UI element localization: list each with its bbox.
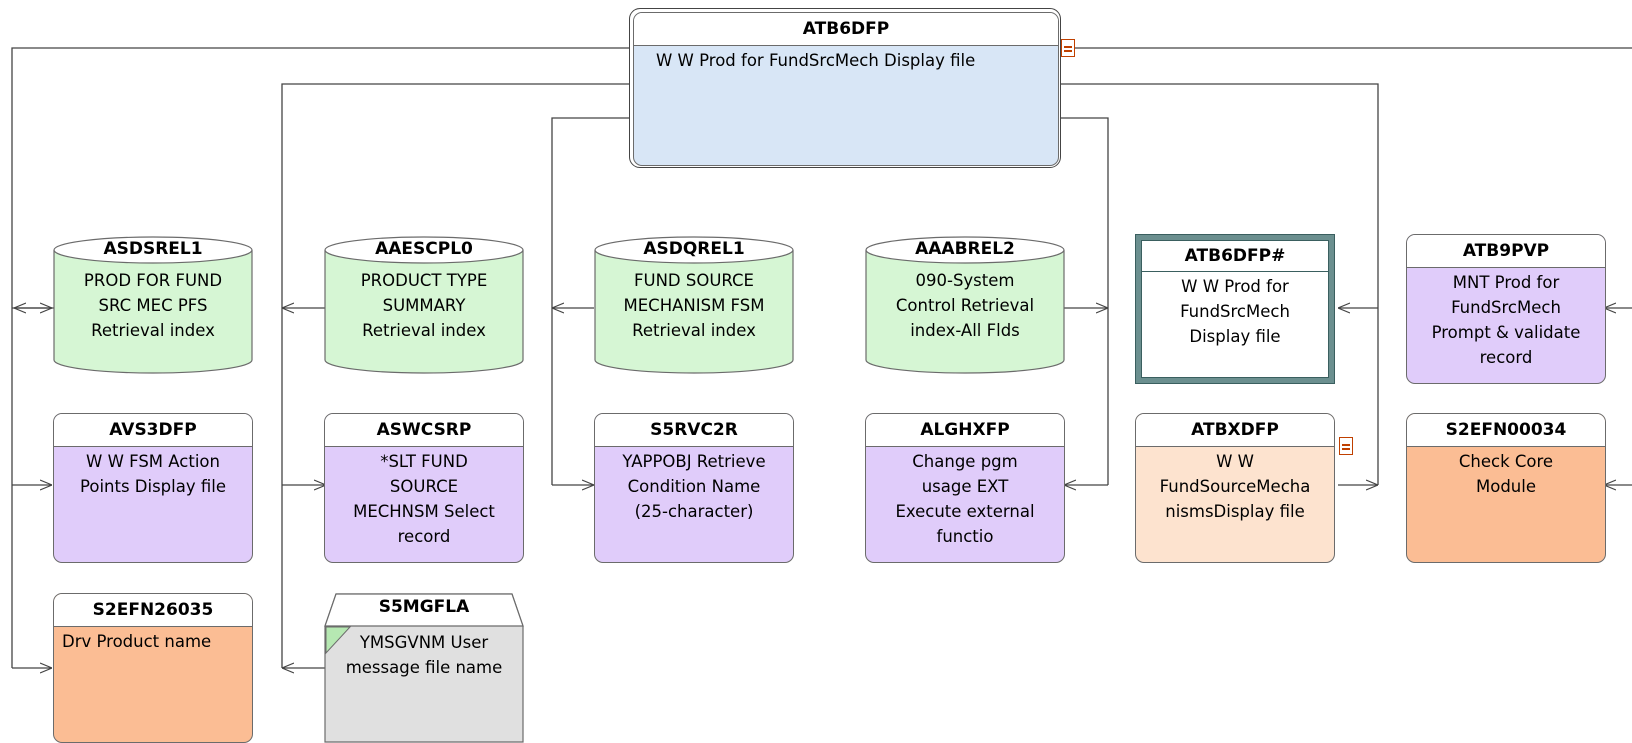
note-icon [1061,39,1075,57]
access-path-title: AAABREL2 [915,239,1015,259]
node-title: ASWCSRP [325,414,523,447]
node-title: ATB6DFP# [1142,241,1328,272]
function-s2efn26035[interactable]: S2EFN26035 Drv Product name [53,593,253,743]
root-node: ATB6DFP W W Prod for FundSrcMech Display… [633,12,1059,166]
node-title: AVS3DFP [54,414,252,447]
node-desc: Drv Product name [62,632,212,651]
node-title: S2EFN26035 [54,594,252,627]
node-title: S5RVC2R [595,414,793,447]
root-node-desc: W W Prod for FundSrcMech Display file [656,51,976,70]
node-title: S2EFN00034 [1407,414,1605,447]
access-path-title: ASDQREL1 [643,239,745,259]
root-node-title: ATB6DFP [634,13,1058,46]
node-title: ATB9PVP [1407,235,1605,268]
node-title: ALGHXFP [866,414,1064,447]
node-title: S5MGFLA [378,597,470,617]
access-path-title: ASDSREL1 [103,239,203,259]
node-title: ATBXDFP [1136,414,1334,447]
access-path-title: AAESCPL0 [375,239,473,259]
note-icon [1339,437,1353,455]
root-node-frame[interactable]: ATB6DFP W W Prod for FundSrcMech Display… [629,8,1061,168]
